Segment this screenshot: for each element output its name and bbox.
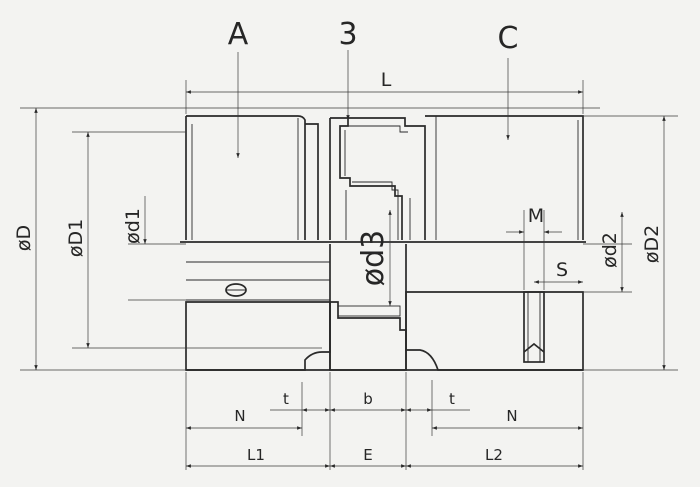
label-bore-diameter-left: ød1 — [122, 208, 144, 244]
label-b: b — [363, 390, 373, 408]
label-n-right: N — [506, 407, 517, 425]
label-l1: L1 — [247, 446, 265, 464]
label-t-right: t — [449, 390, 455, 408]
label-part-c: C — [498, 21, 519, 56]
label-part-a: A — [228, 17, 249, 52]
label-bore-diameter-right: ød2 — [599, 232, 621, 268]
label-hub-diameter-left: øD1 — [65, 219, 87, 257]
label-screw-m: M — [528, 205, 544, 227]
label-outer-diameter-left: øD — [13, 225, 35, 251]
label-spider-diameter: ød3 — [356, 230, 391, 286]
label-n-left: N — [234, 407, 245, 425]
label-e: E — [363, 446, 372, 464]
label-t-left: t — [283, 390, 289, 408]
label-screw-s: S — [556, 259, 568, 281]
label-outer-diameter-right: øD2 — [641, 225, 663, 263]
dimension-lines — [20, 80, 678, 470]
part-leaders — [236, 50, 510, 158]
label-part-3: 3 — [338, 17, 357, 52]
label-l2: L2 — [485, 446, 503, 464]
label-overall-length: L — [381, 69, 392, 91]
